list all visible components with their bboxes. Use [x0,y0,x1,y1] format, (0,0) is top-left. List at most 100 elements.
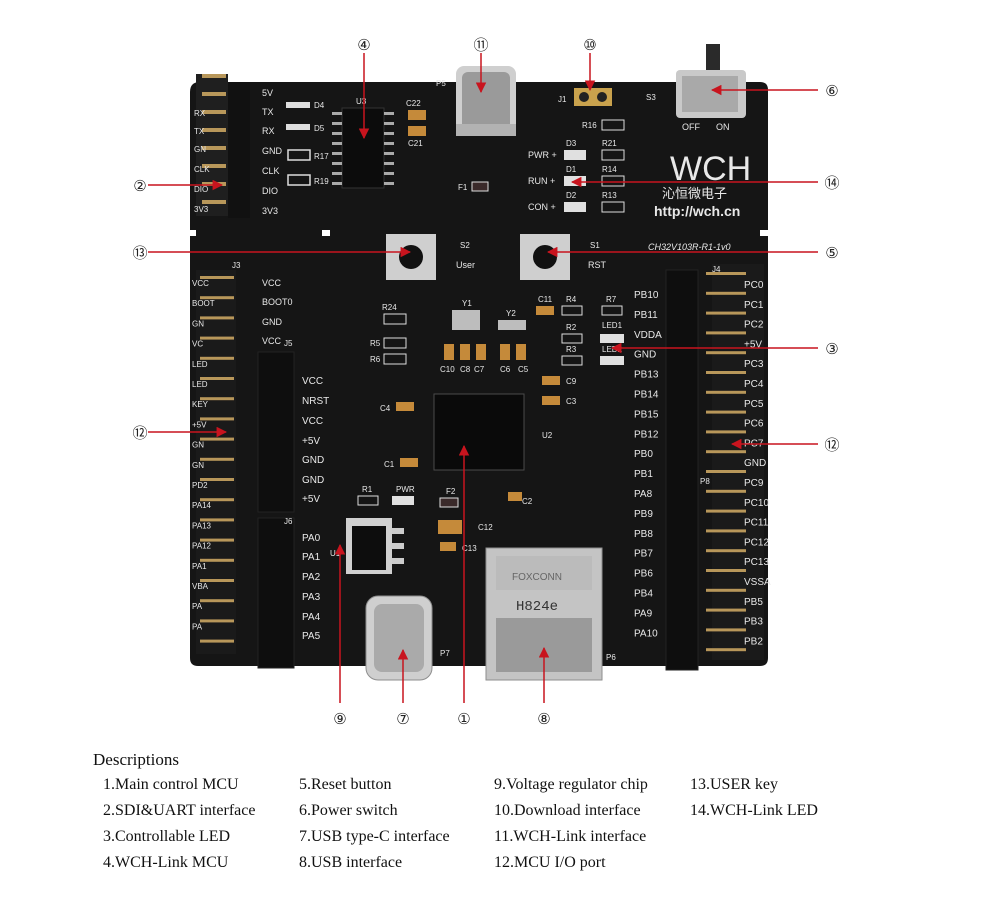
j3-boot0: BOOT0 [262,297,293,307]
hdr-label-clk: CLK [262,166,280,176]
desc-item-10: 10.Download interface [494,802,641,819]
right-outer-pin-label: GND [744,458,766,469]
link-components: D4 D5 R17 R19 [286,101,329,186]
r4-label: R4 [566,295,577,304]
callout-8: ⑧ [537,710,550,728]
pwr-led-label: PWR + [528,150,557,160]
j5-vcc: VCC [302,376,323,387]
s1-label: S1 [590,241,600,250]
right-outer-pin-label: PB5 [744,597,763,608]
callout-7: ⑦ [396,710,409,728]
left-edge-pin-label: PA [192,622,203,631]
left-edge-pin-label: KEY [192,400,209,409]
voltage-regulator: U1 [330,518,404,574]
header-pin [706,628,746,632]
sdi-uart-header: 5V TX RX GND CLK DIO 3V3 RX TX GN CLK DI… [194,74,283,218]
header-pin [200,639,234,643]
desc-item-3: 3.Controllable LED [103,828,231,845]
callout-5: ⑤ [825,244,838,262]
header-pin [200,457,234,461]
desc-item-8: 8.USB interface [299,854,403,871]
callout-3: ③ [825,340,838,358]
r14-label: R14 [602,165,617,174]
header-pin [200,437,234,441]
right-outer-pin-label: PC11 [744,518,769,529]
header-pin [200,599,234,603]
desc-item-2: 2.SDI&UART interface [103,802,256,819]
d4-label: D4 [314,101,325,110]
callout-4: ④ [357,36,370,54]
r5-label: R5 [370,339,381,348]
j6-pa3: PA3 [302,592,321,603]
right-inner-pin-label: PA9 [634,608,653,619]
right-outer-pin-label: PC12 [744,537,769,548]
hdr-pin-clk: CLK [194,165,210,174]
right-io-header: J4 P8 [665,264,764,671]
hdr-label-5v: 5V [262,88,273,98]
right-outer-pin-label: PC0 [744,280,764,291]
usb-a-connector: FOXCONN H824e P6 [485,547,616,681]
f1-label: F1 [458,183,468,192]
d1-label: D1 [566,165,577,174]
hdr-label-3v3: 3V3 [262,206,278,216]
header-pin [706,549,746,553]
c3-label: C3 [566,397,577,406]
wch-link-mcu: U3 C22 C21 [332,97,426,189]
callout-6: ⑥ [825,82,838,100]
c5-label: C5 [518,365,529,374]
download-header: J1 [558,88,612,106]
left-edge-pin-label: PA1 [192,562,207,571]
hdr-label-rx: RX [262,126,275,136]
right-inner-pin-label: PB4 [634,589,653,600]
right-inner-pin-label: PB8 [634,529,653,540]
right-inner-pin-label: VDDA [634,330,662,341]
right-inner-pin-label: PB12 [634,429,659,440]
header-pin [706,371,746,374]
left-edge-pin-label: LED [192,380,208,389]
fuse-f1 [471,181,489,192]
right-inner-pin-label: PB1 [634,469,653,480]
right-inner-pin-label: PA8 [634,489,653,500]
c21-label: C21 [408,139,423,148]
user-label: User [456,260,475,270]
callout-10: ⑩ [583,36,596,54]
right-inner-pin-label: GND [634,350,656,361]
run-led-label: RUN + [528,176,555,186]
header-pin [200,356,234,360]
header-pin [706,529,746,533]
c8-label: C8 [460,365,471,374]
led2-label: LED2 [602,345,623,354]
j3-label: J3 [232,261,241,270]
right-inner-pin-label: PB6 [634,569,653,580]
board-diagram: OFF ON S3 P5 J1 5V TX RX GND CLK DIO 3V3… [132,36,839,728]
right-outer-pin-label: PC2 [744,320,764,331]
wch-brand-cn: 沁恒微电子 [662,187,727,202]
j3-vcc2: VCC [262,336,282,346]
header-pin [706,569,746,572]
desc-item-1: 1.Main control MCU [103,776,239,793]
switch-off-label: OFF [682,122,700,132]
wch-url: http://wch.cn [654,203,740,219]
header-pin [706,509,746,513]
header-pin [200,336,234,340]
header-pin [200,498,234,502]
right-outer-pin-label: PC10 [744,498,769,509]
left-edge-pin-label: PA14 [192,501,212,510]
pwr-label: PWR [396,485,415,494]
j6-header: J6 PA0 PA1 PA2 PA3 PA4 PA5 [257,517,321,669]
f2-label: F2 [446,487,456,496]
j5-vcc2: VCC [302,416,323,427]
right-inner-pin-label: PB15 [634,409,659,420]
desc-item-14: 14.WCH-Link LED [690,802,818,819]
main-mcu: U2 [433,393,553,471]
center-passives: R24 R5 R6 Y1 Y2 C11 R4 R7 R2 R3 LED1 LED… [357,295,624,553]
u1-label: U1 [330,549,341,558]
header-pin [706,390,746,394]
callout-arrows [148,53,818,703]
reset-button: S1 RST [520,234,607,280]
right-outer-pin-label: PC13 [744,557,769,568]
left-edge-pin-label: GN [192,461,204,470]
p8-label: P8 [700,477,710,486]
r1-label: R1 [362,485,373,494]
callout-12-left: ⑫ [132,424,147,442]
